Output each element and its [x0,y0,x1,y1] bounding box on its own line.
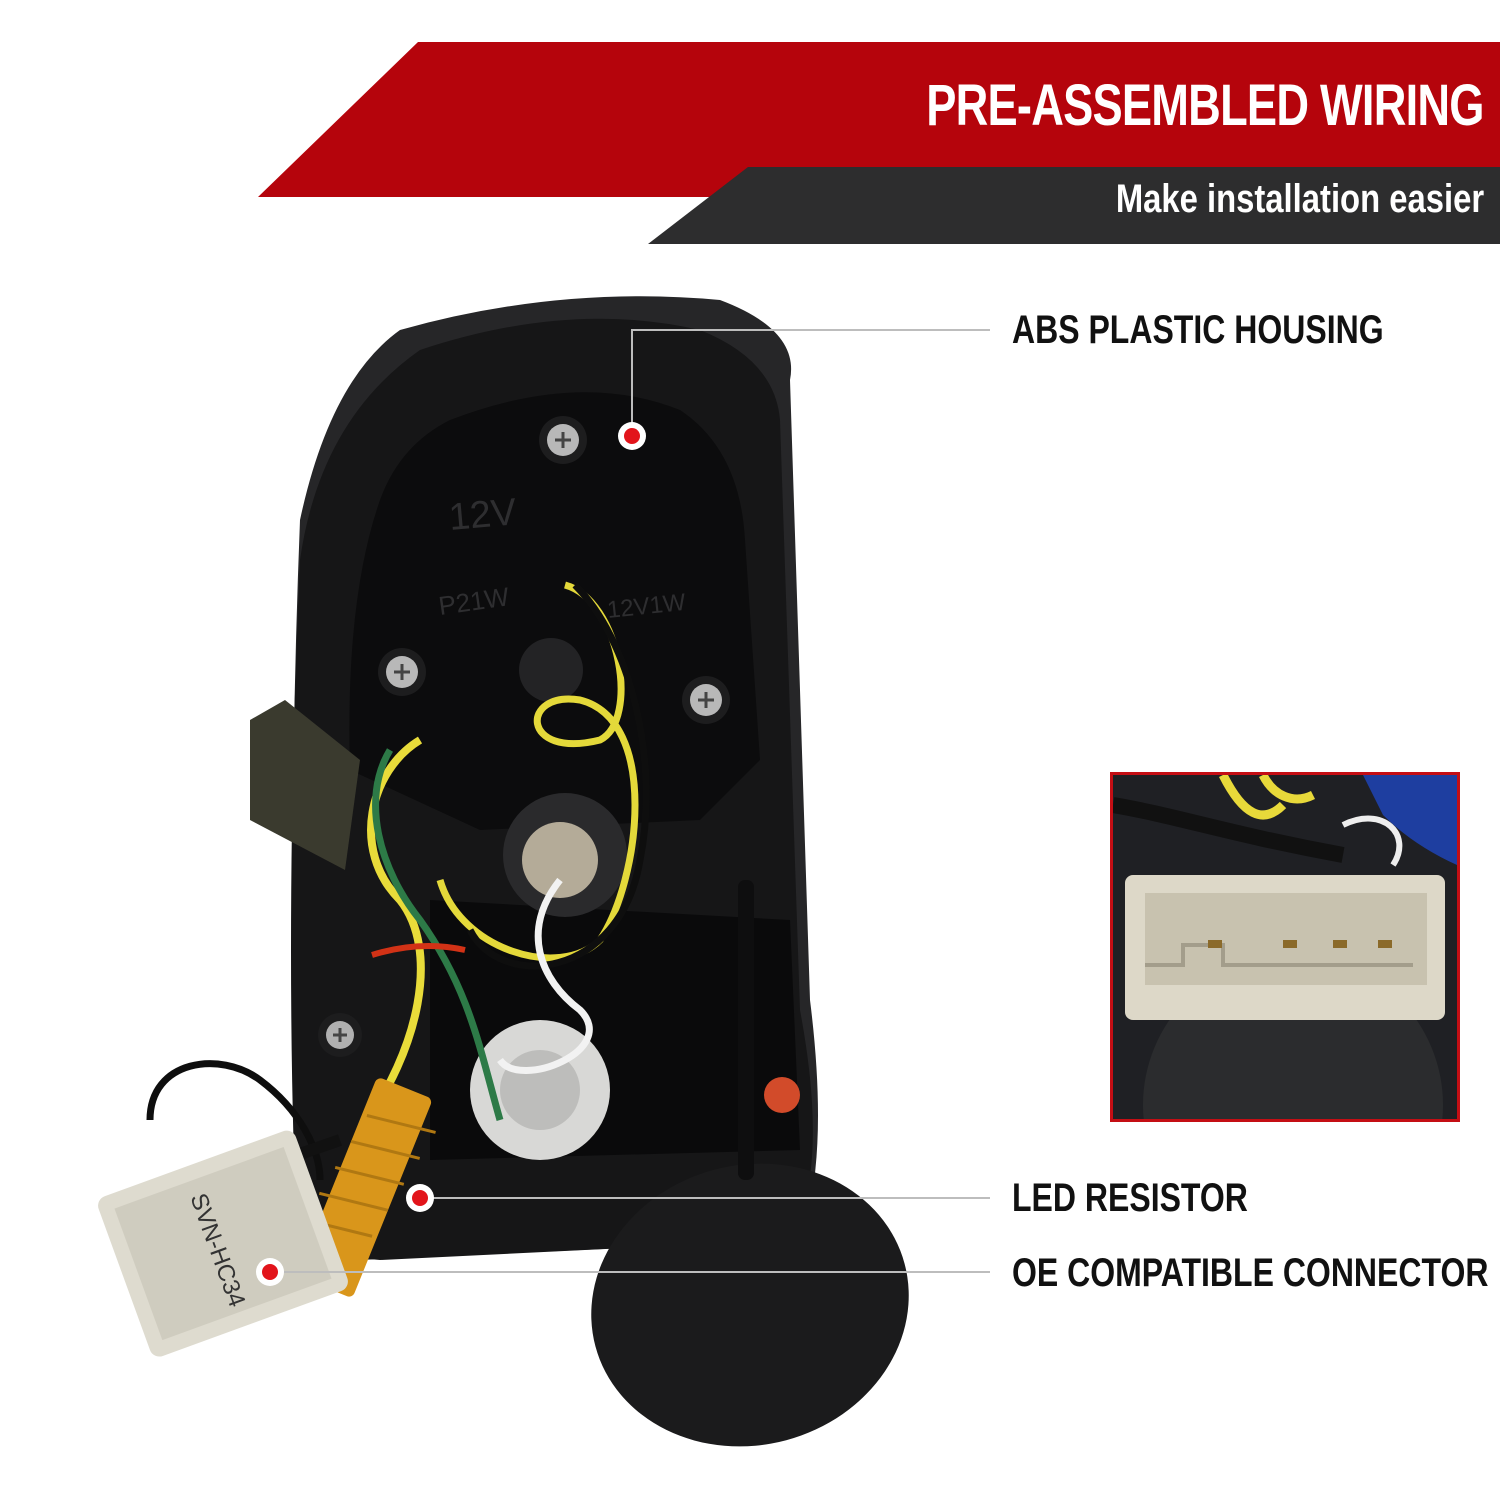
inset-wire-yellow [1218,775,1316,820]
wire-yellow-2 [356,736,425,1133]
leader-housing [631,329,990,436]
headline: PRE-ASSEMBLED WIRING [926,73,1485,138]
oe-connector: SVN-HC34 [98,1130,348,1357]
inset-connector-body [1125,875,1445,1020]
warning-sticker [764,1077,800,1113]
callout-housing: ABS PLASTIC HOUSING [1012,308,1384,352]
bulb-socket-upper [519,638,583,702]
screw-right [682,676,730,724]
resistor-ribs [303,1114,436,1238]
mounting-bracket [250,700,360,870]
dot-connector [256,1258,284,1286]
wire-white [497,877,593,1074]
bulb-socket-middle-core [522,822,598,898]
screw-top [539,416,587,464]
wire-green [372,748,504,1121]
wire-yellow-1 [436,581,639,962]
inset-backdrop-blue [1363,775,1457,865]
connector-closeup-inset [1110,772,1460,1122]
rubber-band [371,943,466,958]
screw-left [378,648,426,696]
connector-closeup-photo [1113,775,1457,1119]
rubber-cap [591,1163,909,1447]
cap-strap [738,880,754,1180]
inset-heatshrink [1113,797,1345,863]
inset-wire-white [1341,815,1403,867]
wire-black-1 [466,582,650,970]
inner-panel [349,392,760,830]
dot-housing [618,422,646,450]
subline: Make installation easier [1115,177,1484,221]
callout-connector: OE COMPATIBLE CONNECTOR [1012,1251,1489,1295]
subline-banner [648,167,1500,244]
voltage-marking: 12V [447,491,519,539]
dot-resistor [406,1184,434,1212]
callout-resistor: LED RESISTOR [1012,1176,1248,1220]
screw-lower [318,1013,362,1057]
